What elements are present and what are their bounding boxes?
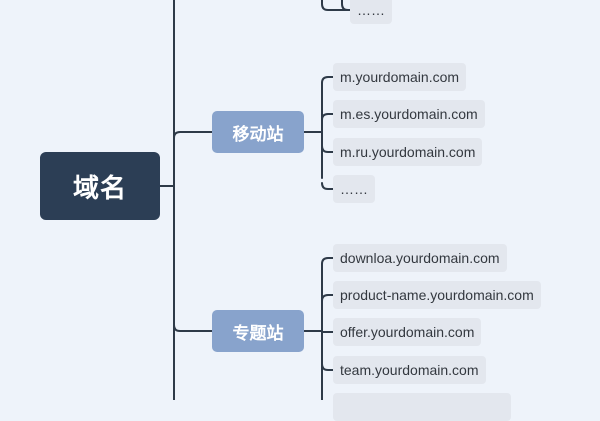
branch-label: 专题站 bbox=[232, 323, 284, 343]
leaf-special-1[interactable]: downloa.yourdomain.com bbox=[333, 244, 507, 272]
leaf-label: m.yourdomain.com bbox=[340, 69, 460, 85]
connector-lines bbox=[159, 0, 351, 400]
leaf-mobile-2[interactable]: m.es.yourdomain.com bbox=[333, 100, 485, 128]
branch-label: 移动站 bbox=[232, 124, 284, 144]
leaf-label: team.yourdomain.com bbox=[340, 362, 479, 378]
leaf-mobile-1[interactable]: m.yourdomain.com bbox=[333, 63, 467, 91]
leaf-label: m.ru.yourdomain.com bbox=[340, 144, 476, 160]
root-node[interactable]: 域名 bbox=[40, 152, 160, 220]
leaf-mobile-3[interactable]: m.ru.yourdomain.com bbox=[333, 138, 483, 166]
leaf-label: downloa.yourdomain.com bbox=[340, 250, 500, 266]
leaf-special-2[interactable]: product-name.yourdomain.com bbox=[333, 281, 541, 309]
leaf-special-4[interactable]: team.yourdomain.com bbox=[333, 356, 486, 384]
leaf-label: offer.yourdomain.com bbox=[340, 324, 475, 340]
leaf-special-partial[interactable] bbox=[333, 393, 511, 421]
leaf-special-3[interactable]: offer.yourdomain.com bbox=[333, 318, 482, 346]
root-label: 域名 bbox=[72, 172, 127, 203]
branch-mobile[interactable]: 移动站 bbox=[212, 111, 304, 153]
leaf-label: …… bbox=[357, 2, 385, 18]
leaf-top-ellipsis[interactable]: …… bbox=[350, 0, 392, 24]
leaf-label: m.es.yourdomain.com bbox=[340, 106, 478, 122]
leaf-label: …… bbox=[340, 181, 368, 197]
branch-special[interactable]: 专题站 bbox=[212, 310, 304, 352]
leaf-label: product-name.yourdomain.com bbox=[340, 287, 534, 303]
leaf-mobile-ellipsis[interactable]: …… bbox=[333, 175, 375, 203]
